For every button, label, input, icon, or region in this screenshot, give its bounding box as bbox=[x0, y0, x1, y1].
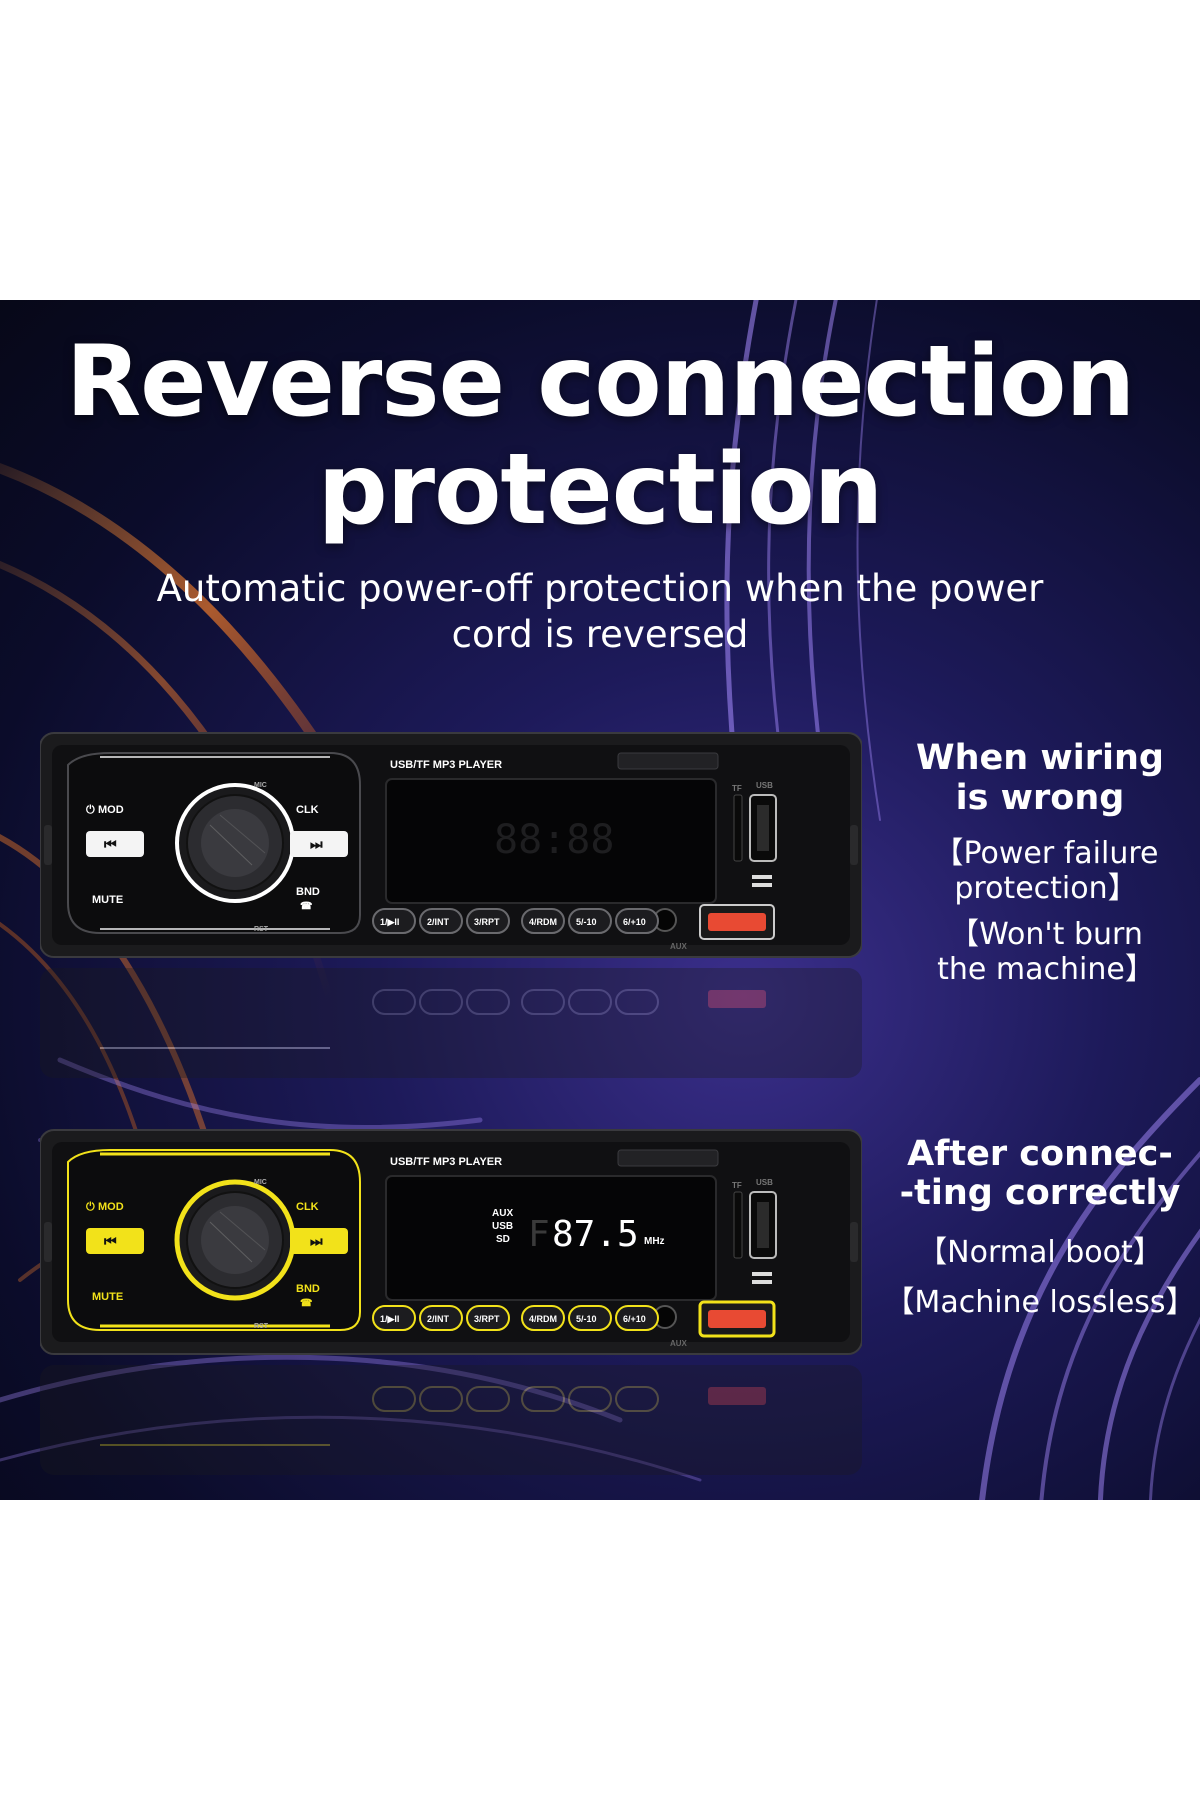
preset-button-6[interactable]: 6/+10 bbox=[623, 1314, 646, 1324]
mute-label: MUTE bbox=[92, 894, 123, 906]
previous-track-icon: ⏮ bbox=[104, 1233, 117, 1249]
wrong-wiring-point-1-line-1: 【Power failure bbox=[933, 836, 1159, 871]
clk-label: CLK bbox=[296, 1201, 319, 1213]
preset-button-5[interactable]: 5/-10 bbox=[576, 917, 597, 927]
promo-banner: Reverse connection protection Automatic … bbox=[0, 300, 1200, 1500]
previous-track-icon: ⏮ bbox=[104, 836, 117, 852]
headline-line-2: protection bbox=[317, 433, 884, 547]
next-track-icon: ⏭ bbox=[310, 1233, 323, 1249]
preset-button-4[interactable]: 4/RDM bbox=[529, 917, 557, 927]
mod-label: MOD bbox=[98, 804, 124, 816]
usb-port-label: USB bbox=[756, 1178, 773, 1187]
usb-port-label: USB bbox=[756, 781, 773, 790]
model-label: USB/TF MP3 PLAYER bbox=[390, 759, 502, 771]
model-label: USB/TF MP3 PLAYER bbox=[390, 1156, 502, 1168]
preset-button-2[interactable]: 2/INT bbox=[427, 1314, 450, 1324]
correct-wiring-heading-line-1: After connec- bbox=[907, 1134, 1173, 1174]
rst-label: RST bbox=[254, 926, 269, 933]
display-source-usb: USB bbox=[492, 1221, 513, 1232]
correct-wiring-point-1: 【Normal boot】 bbox=[917, 1235, 1163, 1270]
preset-button-4[interactable]: 4/RDM bbox=[529, 1314, 557, 1324]
phone-icon: ☎ bbox=[300, 1298, 312, 1309]
display-digits-off: 88:88 bbox=[494, 817, 614, 863]
wrong-wiring-point-2-line-2: the machine】 bbox=[937, 952, 1155, 987]
correct-wiring-point-2: 【Machine lossless】 bbox=[884, 1285, 1196, 1320]
power-icon: ⏻ bbox=[86, 1200, 95, 1213]
display-frequency: 87.5 bbox=[552, 1214, 639, 1255]
preset-button-6[interactable]: 6/+10 bbox=[623, 917, 646, 927]
subheadline-line-2: cord is reversed bbox=[451, 613, 749, 656]
rst-label: RST bbox=[254, 1323, 269, 1330]
radio-unit-off: USB/TF MP3 PLAYER MOD CLK MUTE BND MIC R… bbox=[40, 732, 862, 958]
car-radio-powered-off: USB/TF MP3 PLAYER MOD CLK MUTE BND MIC R… bbox=[40, 725, 862, 965]
display-band: F bbox=[528, 1214, 550, 1255]
aux-port-label: AUX bbox=[670, 942, 688, 951]
clk-label: CLK bbox=[296, 804, 319, 816]
bnd-label: BND bbox=[296, 1283, 320, 1295]
wrong-wiring-point-2-line-1: 【Won't burn bbox=[949, 917, 1143, 952]
correct-wiring-heading-line-2: -ting correctly bbox=[899, 1173, 1181, 1213]
display-unit: MHz bbox=[644, 1236, 665, 1247]
headline-line-1: Reverse connection bbox=[65, 325, 1136, 439]
preset-button-2[interactable]: 2/INT bbox=[427, 917, 450, 927]
power-icon: ⏻ bbox=[86, 803, 95, 816]
phone-icon: ☎ bbox=[300, 901, 312, 912]
mute-label: MUTE bbox=[92, 1291, 123, 1303]
bnd-label: BND bbox=[296, 886, 320, 898]
tf-slot-label: TF bbox=[732, 784, 742, 793]
preset-button-1[interactable]: 1/▶II bbox=[380, 917, 399, 927]
radio-reflection-bottom bbox=[40, 1365, 862, 1475]
preset-button-1[interactable]: 1/▶II bbox=[380, 1314, 399, 1324]
tf-slot-label: TF bbox=[732, 1181, 742, 1190]
aux-port-label: AUX bbox=[670, 1339, 688, 1348]
wrong-wiring-heading-line-1: When wiring bbox=[916, 738, 1164, 778]
wrong-wiring-heading-line-2: is wrong bbox=[955, 778, 1125, 818]
preset-button-3[interactable]: 3/RPT bbox=[474, 1314, 500, 1324]
preset-button-5[interactable]: 5/-10 bbox=[576, 1314, 597, 1324]
preset-button-3[interactable]: 3/RPT bbox=[474, 917, 500, 927]
car-radio-powered-on: USB/TF MP3 PLAYER MOD CLK MUTE BND MIC R… bbox=[40, 1122, 862, 1362]
mic-label: MIC bbox=[254, 782, 267, 789]
radio-reflection-top bbox=[40, 968, 862, 1078]
wrong-wiring-point-1-line-2: protection】 bbox=[954, 871, 1138, 906]
subheadline-line-1: Automatic power-off protection when the … bbox=[156, 567, 1044, 610]
mod-label: MOD bbox=[98, 1201, 124, 1213]
mic-label: MIC bbox=[254, 1179, 267, 1186]
display-source-sd: SD bbox=[496, 1234, 510, 1245]
display-source-aux: AUX bbox=[492, 1208, 513, 1219]
radio-unit-on: USB/TF MP3 PLAYER MOD CLK MUTE BND MIC R… bbox=[40, 1129, 862, 1355]
next-track-icon: ⏭ bbox=[310, 836, 323, 852]
